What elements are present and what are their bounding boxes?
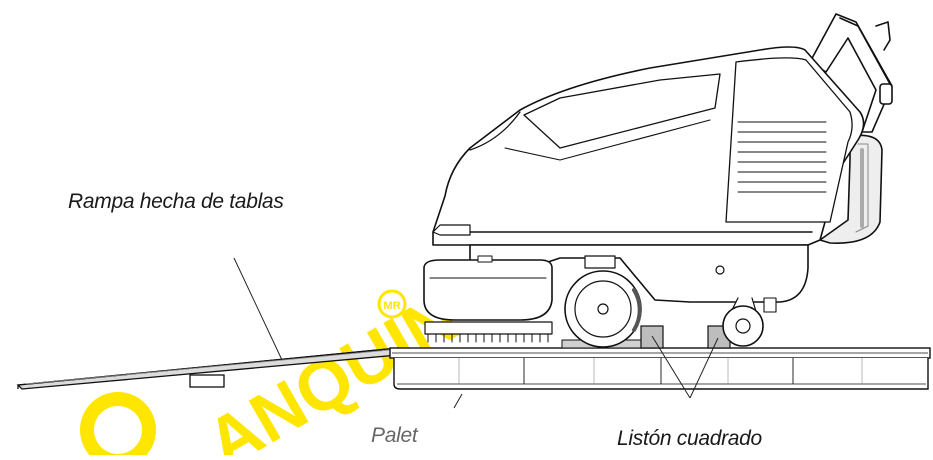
rear-caster [722,297,777,347]
cleat-blocks [640,325,731,349]
pallet [389,339,931,390]
watermark-mr-circle [377,289,407,319]
pallet-label: Palet [371,424,418,447]
main-wheel [564,255,642,348]
watermark-ring-hole [94,406,142,454]
rear-squeegee [819,134,883,244]
cleat-front [640,325,664,349]
floor-scrubber [423,13,893,348]
leader-lines [233,257,719,409]
brush-deck [423,255,553,343]
ramp-label: Rampa hecha de tablas [68,190,284,213]
cleats-label: Listón cuadrado [617,427,762,450]
handle-bar [809,13,893,133]
vent-grille [737,121,827,193]
pallet-leader [453,393,463,409]
lower-chassis [469,244,809,303]
cleat-leader-rear [689,337,719,399]
front-window [523,73,721,149]
ramp-leader [233,257,283,361]
ramp [16,347,399,390]
watermark-mr: MR [383,300,400,312]
cleat-leader-front [651,335,691,399]
